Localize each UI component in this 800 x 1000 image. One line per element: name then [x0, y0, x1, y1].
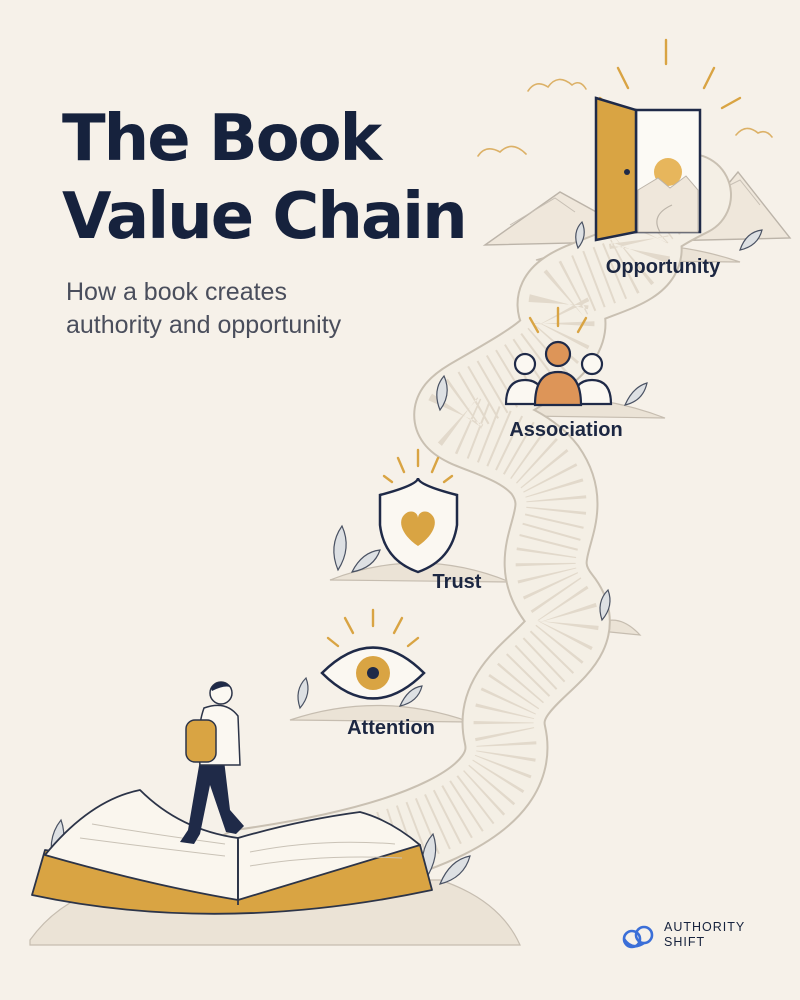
subtitle-line: How a book creates: [66, 278, 287, 306]
subtitle-line: authority and opportunity: [66, 311, 342, 339]
brand-name-line: SHIFT: [664, 935, 706, 949]
brand-name: AUTHORITY SHIFT: [664, 920, 745, 950]
title-line: The Book: [62, 102, 382, 176]
brand-logo-space: [620, 920, 656, 950]
page-title: The Book Value Chain: [62, 100, 468, 256]
walker-figure: [180, 681, 244, 844]
eye-icon: [320, 608, 426, 700]
stage-label-association: Association: [509, 419, 623, 441]
stage-label-trust: Trust: [432, 571, 482, 593]
stage-label-opportunity: Opportunity: [605, 256, 721, 278]
stage-label-attention: Attention: [347, 717, 435, 739]
clouds: [477, 78, 773, 157]
people-icon: [504, 306, 613, 407]
brand-name-line: AUTHORITY: [664, 920, 746, 934]
shield-heart-icon: [378, 448, 459, 574]
page-subtitle: How a book creates authority and opportu…: [66, 276, 341, 342]
open-door-icon: [594, 38, 742, 242]
authority-shift-logo: [622, 925, 654, 949]
winding-path: [203, 153, 732, 912]
brand-mark: AUTHORITY SHIFT: [620, 920, 745, 950]
open-book: [31, 789, 433, 915]
title-line: Value Chain: [62, 180, 468, 254]
